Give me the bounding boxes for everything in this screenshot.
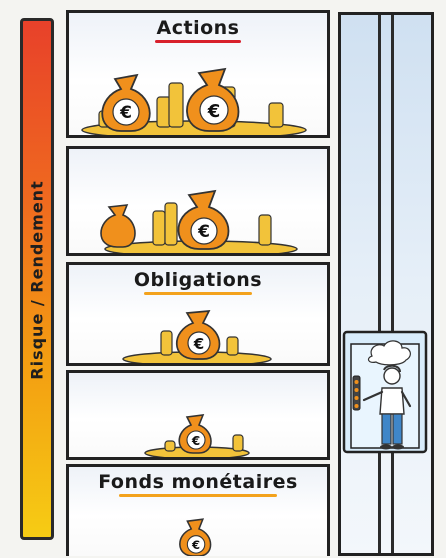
shelf-obligations: Obligations € [66,262,330,366]
money-pile-small: € [122,310,272,363]
money-bag-icon [100,204,136,248]
shelf-title-text: Actions [156,17,240,39]
elevator-shaft [338,12,434,556]
shelf-title-obligations: Obligations [69,269,327,295]
svg-text:€: € [197,222,210,242]
elevator-rail [378,15,381,553]
thought-bubble-icon [367,340,411,366]
shelf-level-2: € [66,146,330,256]
risk-gradient-bar [20,18,54,540]
title-underline [155,40,241,43]
money-bag-icon: € [101,73,151,132]
shelf-title-text: Obligations [133,269,263,291]
svg-text:€: € [207,101,221,122]
money-pile-minimal: € [179,518,212,556]
svg-text:€: € [119,103,132,123]
money-bag-icon: € [186,67,240,132]
coin-stack-icon [160,330,239,356]
elevator-control-panel [352,375,361,411]
shelf-title-fonds-monetaires: Fonds monétaires [69,471,327,497]
risk-axis-label: Risque / Rendement [27,180,47,380]
shelf-level-4: € [66,370,330,460]
title-underline [144,292,252,295]
coin-stack-icon [164,434,244,452]
money-bag-icon: € [176,310,221,360]
money-bag-icon: € [177,189,230,250]
title-underline [119,494,277,497]
coin-stack-icon [152,202,272,246]
svg-text:€: € [193,335,204,353]
money-bag-icon: € [178,414,212,454]
svg-text:€: € [191,538,200,552]
money-pile-medium: € [100,189,298,253]
shelf-title-actions: Actions [69,17,327,43]
money-bag-icon: € [179,518,212,556]
svg-text:€: € [191,434,200,448]
shelf-title-text: Fonds monétaires [98,471,298,493]
person-icon [362,364,412,450]
shelf-fonds-monetaires: Fonds monétaires € [66,464,330,556]
elevator-rail [391,15,394,553]
money-pile-large: € € [81,67,307,135]
money-pile-tiny: € [144,414,250,457]
elevator-cab [342,330,428,454]
shelf-actions: Actions € € [66,10,330,138]
